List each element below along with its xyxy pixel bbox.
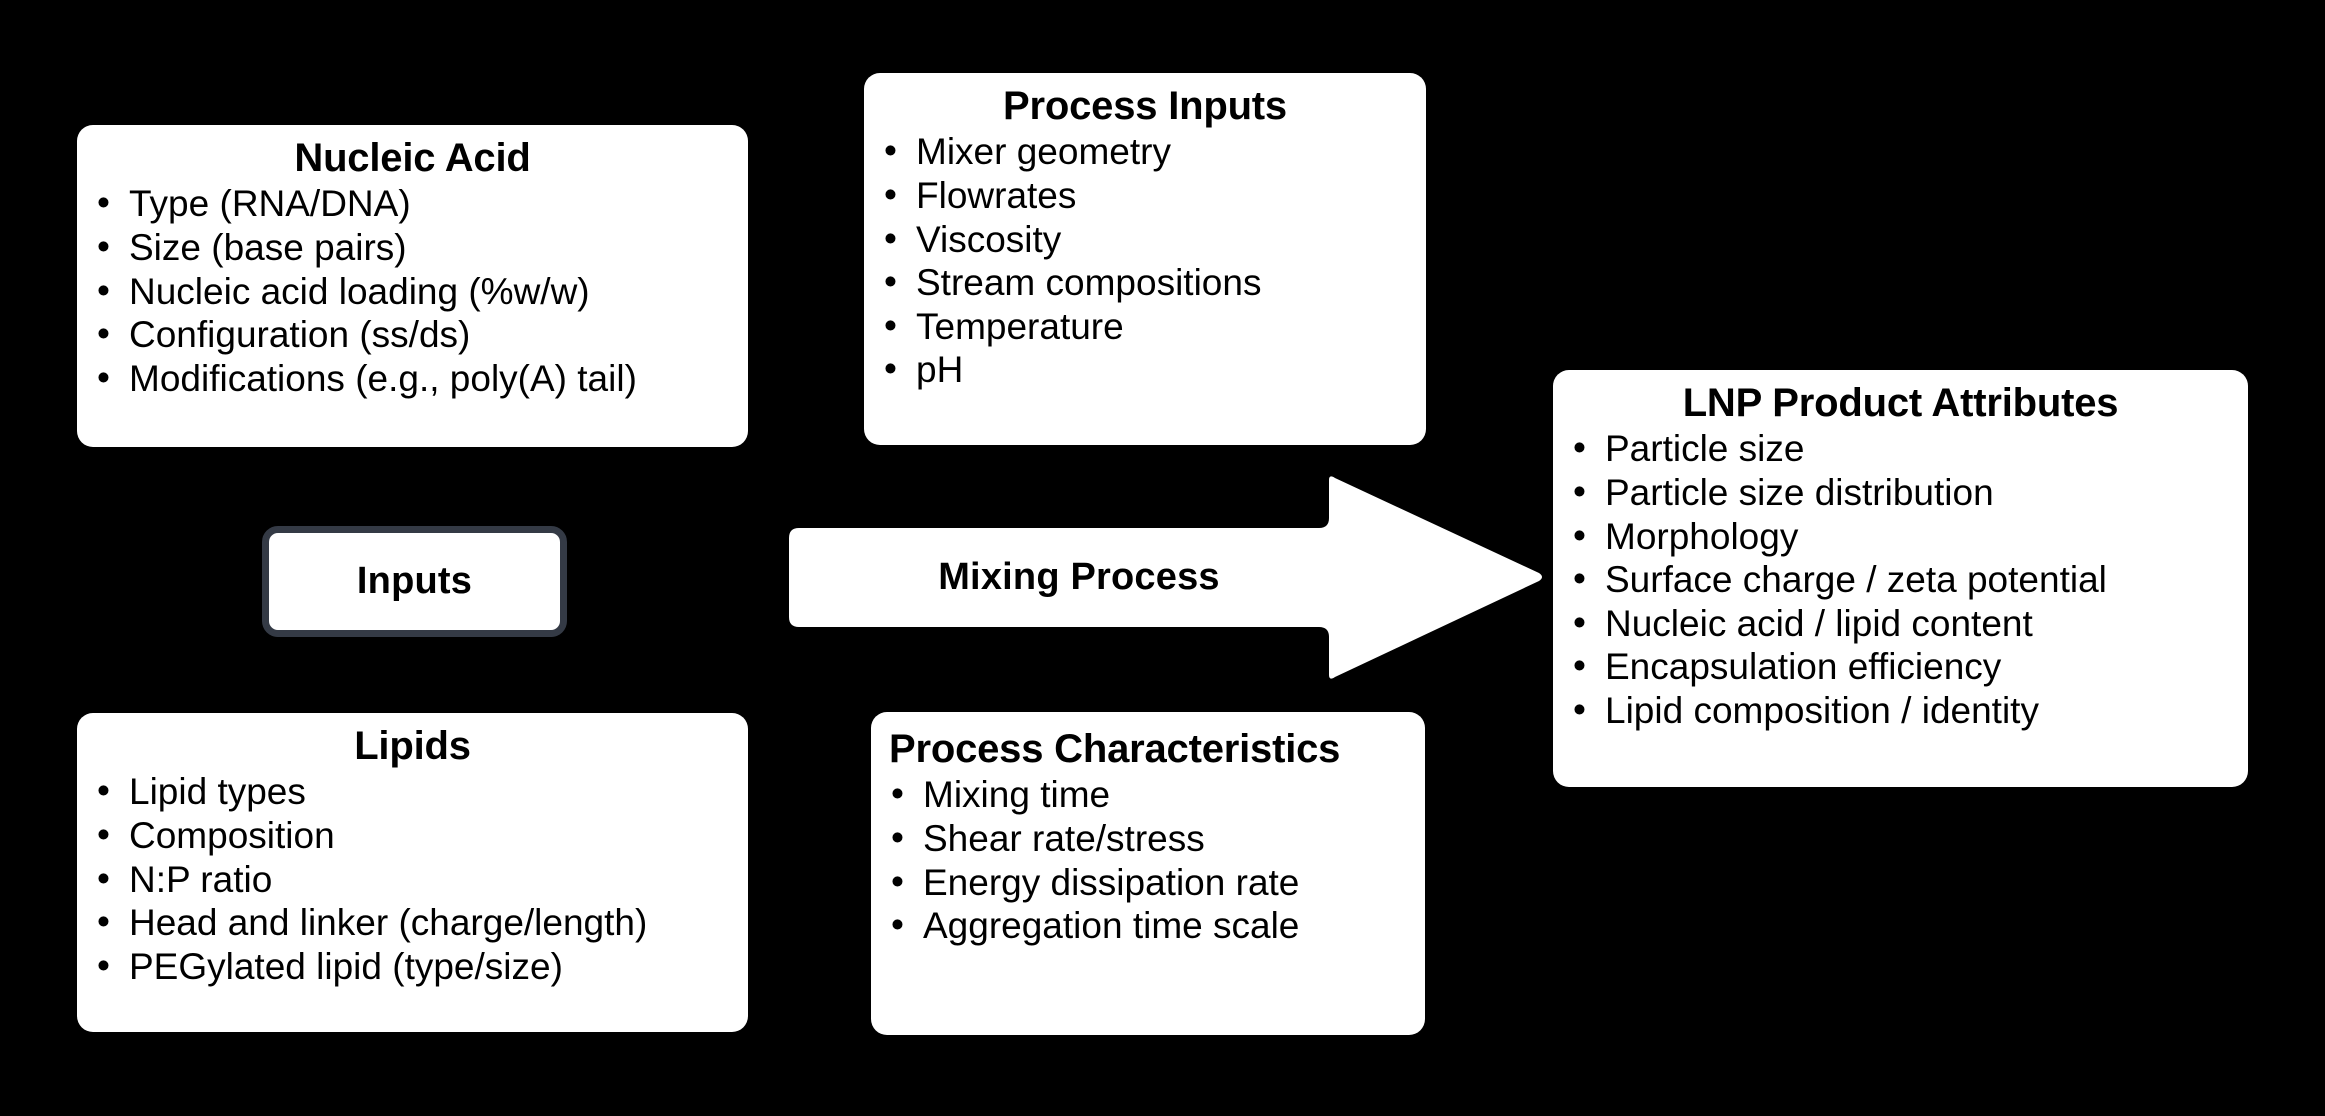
- box-process-characteristics-list: Mixing time Shear rate/stress Energy dis…: [889, 772, 1407, 948]
- list-item: Surface charge / zeta potential: [1571, 557, 2230, 602]
- box-lnp-product-attributes-title: LNP Product Attributes: [1682, 381, 2119, 425]
- box-process-inputs-list: Mixer geometry Flowrates Viscosity Strea…: [882, 129, 1408, 392]
- list-item: Head and linker (charge/length): [95, 900, 730, 945]
- list-item: Nucleic acid / lipid content: [1571, 601, 2230, 646]
- list-item: Modifications (e.g., poly(A) tail): [95, 356, 730, 401]
- list-item: Morphology: [1571, 514, 2230, 559]
- list-item: Lipid types: [95, 769, 730, 814]
- mixing-process-arrow-label: Mixing Process: [938, 556, 1220, 598]
- list-item: Aggregation time scale: [889, 903, 1407, 948]
- list-item: Stream compositions: [882, 260, 1408, 305]
- list-item: Shear rate/stress: [889, 816, 1407, 861]
- list-item: PEGylated lipid (type/size): [95, 944, 730, 989]
- box-lipids-title: Lipids: [354, 724, 471, 768]
- inputs-badge: Inputs: [262, 526, 567, 637]
- box-nucleic-acid-list: Type (RNA/DNA) Size (base pairs) Nucleic…: [95, 181, 730, 401]
- mixing-process-arrow: Mixing Process: [789, 474, 1543, 681]
- list-item: Flowrates: [882, 173, 1408, 218]
- box-process-inputs-title: Process Inputs: [1003, 84, 1287, 128]
- list-item: pH: [882, 347, 1408, 392]
- list-item: Temperature: [882, 304, 1408, 349]
- list-item: Particle size distribution: [1571, 470, 2230, 515]
- inputs-badge-label: Inputs: [356, 560, 473, 602]
- list-item: Mixer geometry: [882, 129, 1408, 174]
- list-item: Type (RNA/DNA): [95, 181, 730, 226]
- list-item: Configuration (ss/ds): [95, 312, 730, 357]
- box-lnp-product-attributes: LNP Product Attributes Particle size Par…: [1553, 370, 2248, 787]
- box-process-inputs: Process Inputs Mixer geometry Flowrates …: [864, 73, 1426, 445]
- box-process-characteristics: Process Characteristics Mixing time Shea…: [871, 712, 1425, 1035]
- list-item: Viscosity: [882, 217, 1408, 262]
- list-item: Lipid composition / identity: [1571, 688, 2230, 733]
- box-process-characteristics-title: Process Characteristics: [889, 727, 1341, 771]
- list-item: Energy dissipation rate: [889, 860, 1407, 905]
- box-lnp-product-attributes-list: Particle size Particle size distribution…: [1571, 426, 2230, 733]
- box-nucleic-acid-title: Nucleic Acid: [294, 136, 531, 180]
- list-item: Nucleic acid loading (%w/w): [95, 269, 730, 314]
- right-arrow-icon: [789, 476, 1542, 679]
- box-lipids-list: Lipid types Composition N:P ratio Head a…: [95, 769, 730, 989]
- list-item: Encapsulation efficiency: [1571, 644, 2230, 689]
- box-lipids: Lipids Lipid types Composition N:P ratio…: [77, 713, 748, 1032]
- list-item: Mixing time: [889, 772, 1407, 817]
- list-item: Particle size: [1571, 426, 2230, 471]
- list-item: Composition: [95, 813, 730, 858]
- list-item: N:P ratio: [95, 857, 730, 902]
- list-item: Size (base pairs): [95, 225, 730, 270]
- box-nucleic-acid: Nucleic Acid Type (RNA/DNA) Size (base p…: [77, 125, 748, 447]
